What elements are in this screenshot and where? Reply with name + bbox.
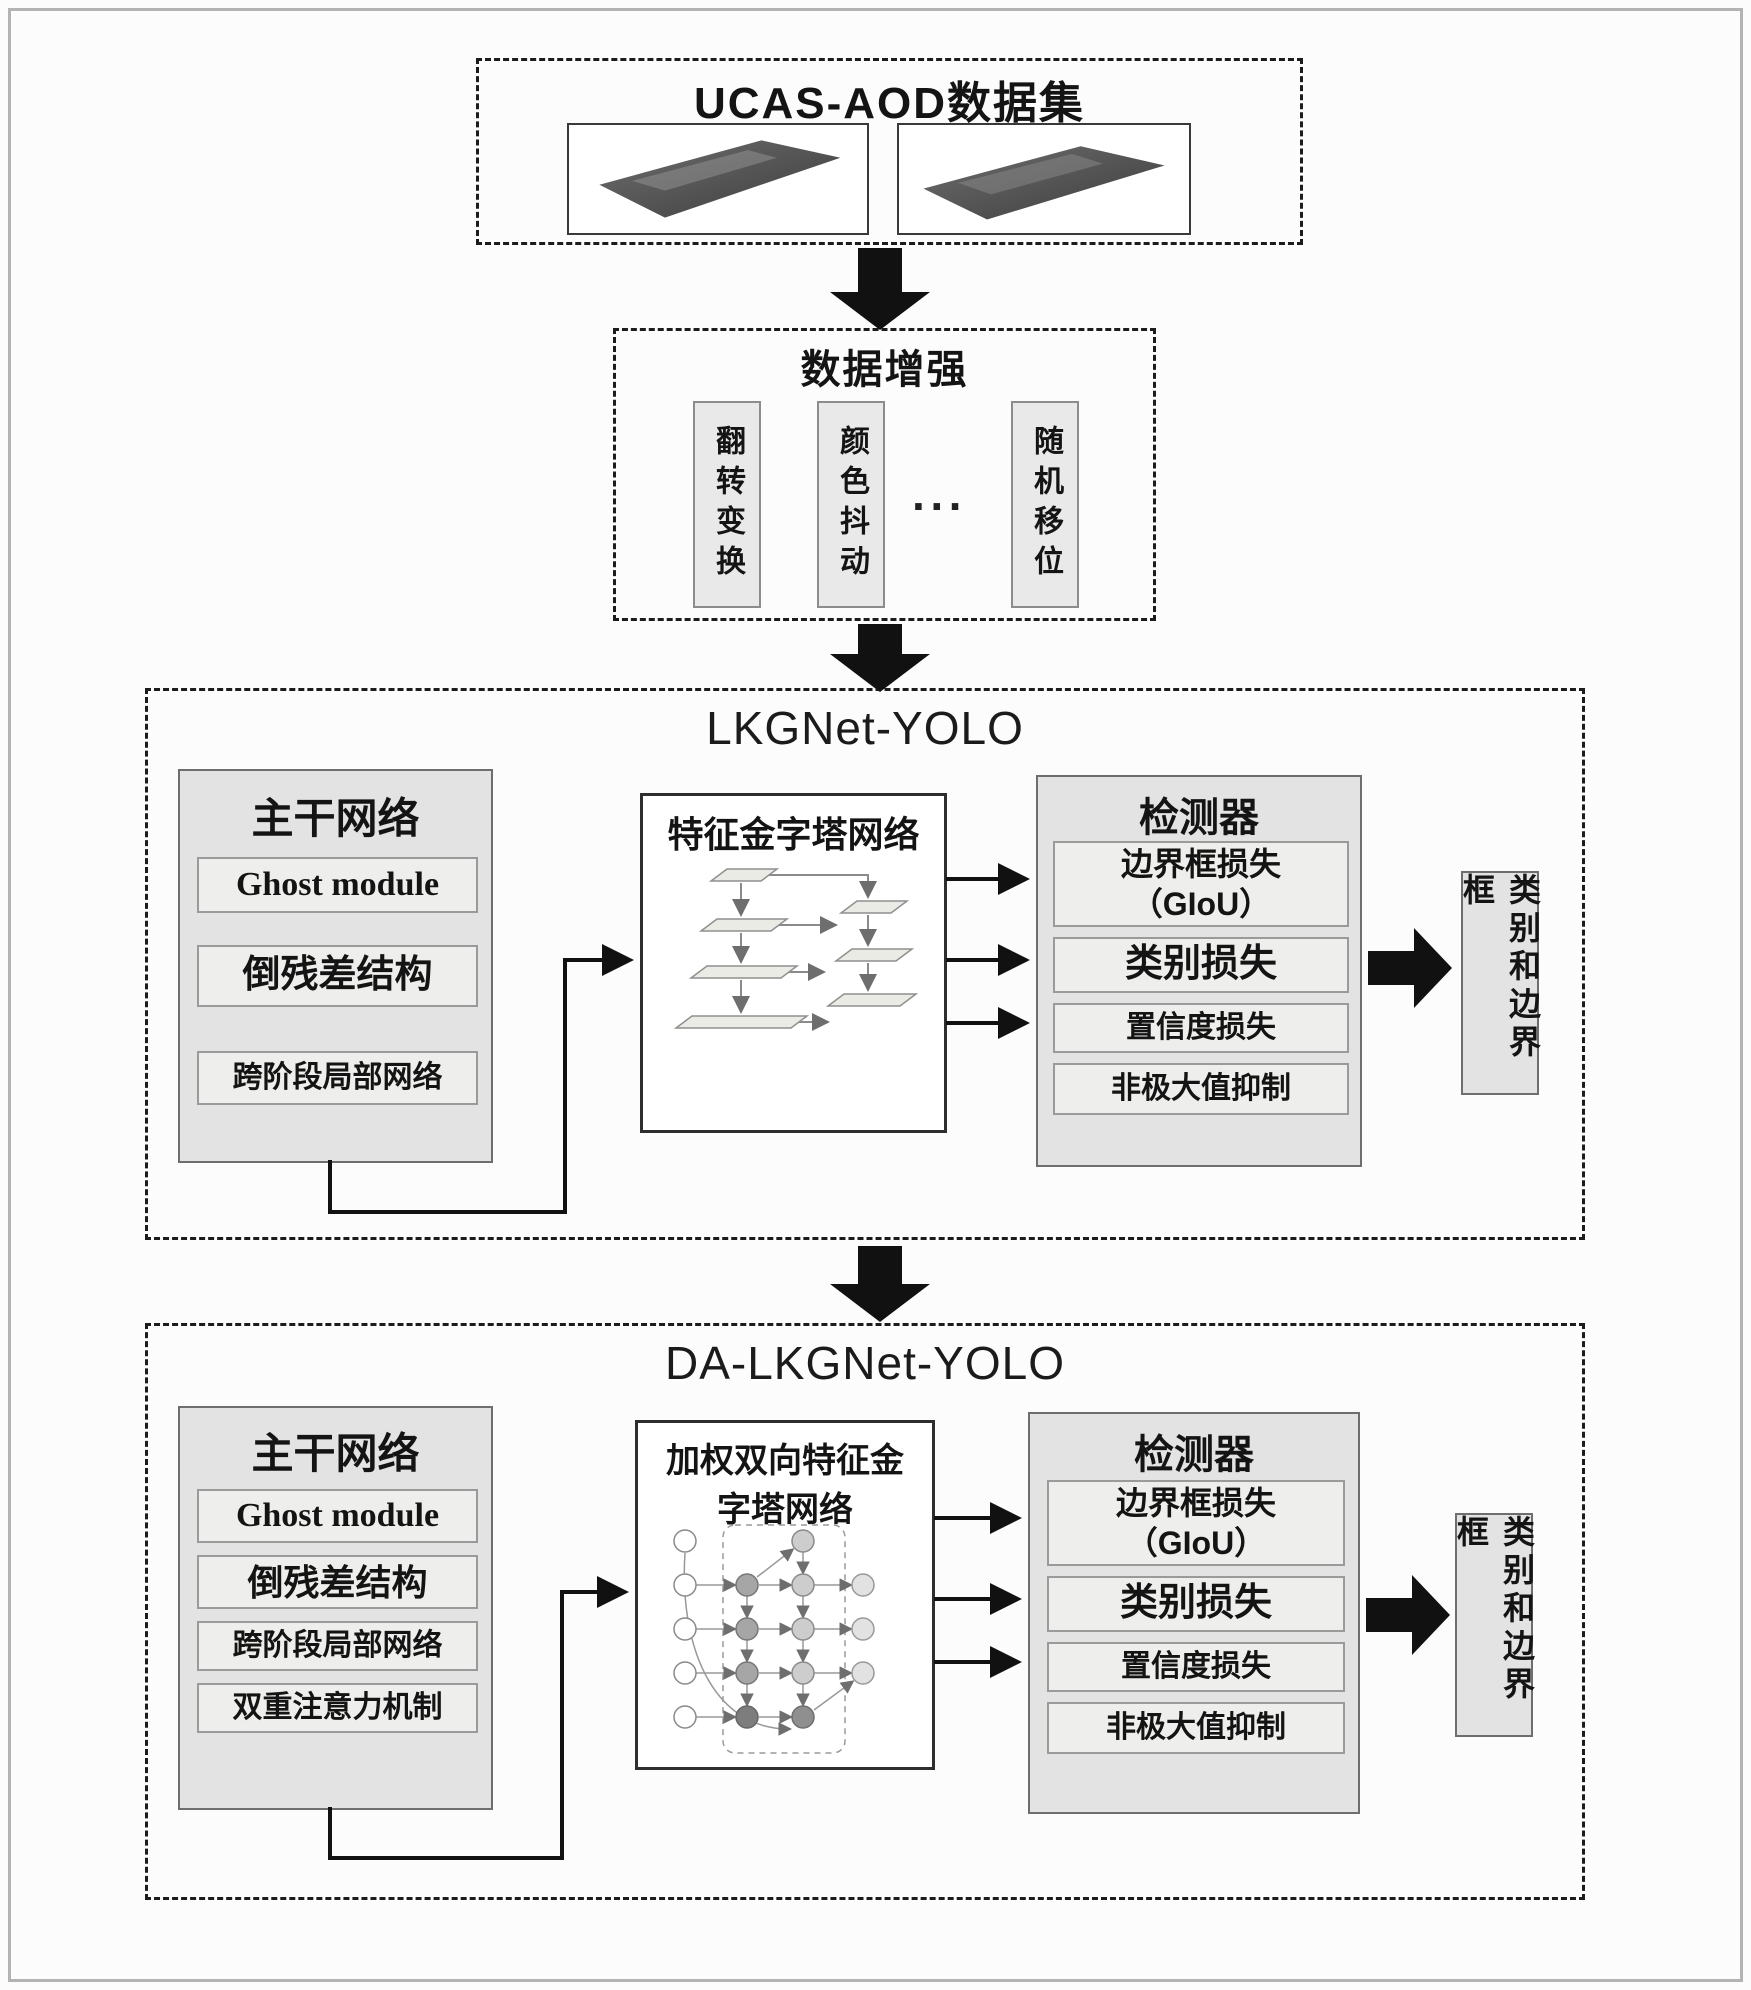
flow-arrow-dataset-to-augmentation — [830, 248, 930, 330]
stage2-detector-item-nms: 非极大值抑制 — [1047, 1702, 1345, 1754]
stage1-backbone-item-ghost-module: Ghost module — [197, 857, 478, 913]
bifpn-diagram — [673, 1524, 875, 1754]
stage1-title: LKGNet-YOLO — [706, 702, 1024, 754]
stage1-detector-title: 检测器 — [1139, 796, 1259, 840]
dataset-box: UCAS-AOD数据集 — [476, 58, 1303, 245]
augmentation-item-color-jitter: 颜色抖动 — [817, 401, 885, 608]
stage1-backbone-item-csp: 跨阶段局部网络 — [197, 1051, 478, 1105]
aerial-photo-shape-2 — [923, 146, 1165, 220]
stage2-detector-panel: 检测器 边界框损失 （GIoU） 类别损失 置信度损失 非极大值抑制 — [1028, 1412, 1360, 1814]
stage2-detector-item-confidence-loss: 置信度损失 — [1047, 1642, 1345, 1692]
stage2-backbone-item-inverted-residual: 倒残差结构 — [197, 1555, 478, 1609]
stage2-neck-box: 加权双向特征金 字塔网络 — [635, 1420, 935, 1770]
stage2-backbone-panel: 主干网络 Ghost module 倒残差结构 跨阶段局部网络 双重注意力机制 — [178, 1406, 493, 1810]
aerial-photo-shape-1 — [599, 140, 841, 218]
stage2-output-box: 类别和边界框 — [1453, 1513, 1535, 1737]
stage1-neck-box: 特征金字塔网络 — [640, 793, 947, 1133]
fpn-diagram — [673, 868, 919, 1031]
stage2-backbone-item-ghost-module: Ghost module — [197, 1489, 478, 1543]
augmentation-item-random-shift: 随机移位 — [1011, 401, 1079, 608]
augmentation-title: 数据增强 — [800, 348, 969, 392]
stage2-detector-item-class-loss: 类别损失 — [1047, 1576, 1345, 1632]
stage2-backbone-item-dual-attention: 双重注意力机制 — [197, 1683, 478, 1733]
stage1-box: LKGNet-YOLO 主干网络 Ghost module 倒残差结构 跨阶段局… — [145, 688, 1585, 1240]
stage2-detector-item-bbox-loss: 边界框损失 （GIoU） — [1047, 1480, 1345, 1566]
stage2-neck-title: 加权双向特征金 字塔网络 — [666, 1442, 904, 1529]
stage1-backbone-title: 主干网络 — [251, 795, 420, 842]
stage2-box: DA-LKGNet-YOLO 主干网络 Ghost module 倒残差结构 跨… — [145, 1323, 1585, 1900]
stage2-backbone-title: 主干网络 — [251, 1430, 420, 1477]
aerial-sample-image-2 — [897, 123, 1191, 235]
stage1-detector-item-class-loss: 类别损失 — [1053, 937, 1349, 993]
augmentation-ellipsis: ··· — [912, 480, 967, 532]
stage1-backbone-panel: 主干网络 Ghost module 倒残差结构 跨阶段局部网络 — [178, 769, 493, 1163]
stage2-backbone-item-csp: 跨阶段局部网络 — [197, 1621, 478, 1671]
stage1-detector-item-confidence-loss: 置信度损失 — [1053, 1003, 1349, 1053]
dataset-title: UCAS-AOD数据集 — [693, 79, 1086, 128]
stage2-title: DA-LKGNet-YOLO — [665, 1337, 1065, 1389]
stage1-backbone-item-inverted-residual: 倒残差结构 — [197, 945, 478, 1007]
aerial-sample-image-1 — [567, 123, 869, 235]
stage2-detector-title: 检测器 — [1134, 1433, 1254, 1477]
stage1-neck-title: 特征金字塔网络 — [667, 814, 920, 855]
flow-arrow-stage1-to-stage2 — [830, 1246, 930, 1322]
augmentation-box: 数据增强 翻转变换 颜色抖动 ··· 随机移位 — [613, 328, 1156, 621]
flow-arrow-augmentation-to-stage1 — [830, 624, 930, 692]
stage1-detector-item-nms: 非极大值抑制 — [1053, 1063, 1349, 1115]
augmentation-item-flip: 翻转变换 — [693, 401, 761, 608]
stage1-detector-item-bbox-loss: 边界框损失 （GIoU） — [1053, 841, 1349, 927]
stage1-output-box: 类别和边界框 — [1459, 871, 1541, 1095]
stage1-detector-panel: 检测器 边界框损失 （GIoU） 类别损失 置信度损失 非极大值抑制 — [1036, 775, 1362, 1167]
